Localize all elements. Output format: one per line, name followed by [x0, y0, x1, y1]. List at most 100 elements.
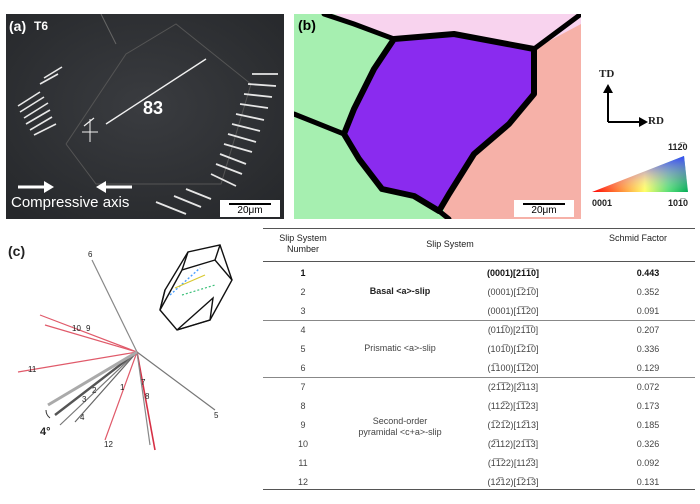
cell-schmid: 0.091 — [636, 306, 660, 316]
scale-bar-label: 20μm — [237, 205, 263, 216]
scale-bar-b-label: 20μm — [531, 205, 557, 216]
trace-label-4: 4 — [80, 413, 85, 422]
cell-schmid: 0.173 — [636, 401, 660, 411]
trace-label-12: 12 — [104, 440, 113, 449]
trace-label-8: 8 — [145, 392, 150, 401]
cell-schmid: 0.072 — [636, 382, 660, 392]
cell-system: (12̅12)[1̅21̅3] — [487, 477, 539, 487]
ebsd-grains — [294, 14, 581, 219]
cell-number: 2 — [300, 287, 306, 297]
cell-number: 3 — [300, 306, 306, 316]
axes-arrows — [603, 84, 648, 127]
cell-number: 11 — [298, 458, 308, 468]
cell-number: 6 — [300, 363, 306, 373]
trace-label-5: 5 — [214, 411, 219, 420]
panel-c-letter: (c) — [8, 243, 26, 259]
trace-angle-label: 4° — [40, 426, 51, 438]
panel-a-letter: (a) — [9, 18, 27, 34]
cell-system: (0001)[1̅21̅0] — [487, 287, 539, 297]
grain-pink — [334, 14, 581, 49]
scale-bar-b: 20μm — [514, 200, 574, 217]
table-row: 11 (1̅1̅22)[112̅3] 0.092 — [263, 454, 695, 473]
grain-boundaries — [294, 14, 581, 219]
hcp-prism — [159, 244, 233, 331]
sem-texture — [6, 14, 284, 219]
trace-label-2: 2 — [92, 386, 97, 395]
header-system: Slip System — [426, 239, 474, 249]
slip-bands-right — [155, 73, 278, 215]
ipf-triangle — [592, 156, 688, 192]
cell-system: (011̅0)[21̅1̅0] — [487, 325, 539, 335]
ipf-right-label: 101̅0 — [668, 198, 689, 208]
panel-b-letter: (b) — [298, 17, 316, 33]
cell-system: (0001)[1̅1̅20] — [487, 306, 539, 316]
sem-micrograph: (a) T6 83 Compressive axis 20μm — [6, 14, 284, 219]
header-schmid: Schmid Factor — [608, 233, 668, 243]
cell-number: 10 — [297, 439, 308, 449]
trace-label-7: 7 — [141, 378, 146, 387]
cell-number: 9 — [300, 420, 306, 430]
trace-label-1: 1 — [120, 383, 125, 392]
ipf-left-label: 0001 — [592, 198, 613, 208]
table-row: 2 (0001)[1̅21̅0] 0.352 — [263, 283, 695, 302]
cell-schmid: 0.092 — [636, 458, 660, 468]
trace-label-3: 3 — [82, 395, 87, 404]
cell-system: (1̅21̅2)[12̅13] — [487, 420, 539, 430]
family-prismatic: Prismatic <a>-slip — [364, 343, 436, 353]
table-row: 6 (1̅100)[1̅1̅20] 0.129 — [263, 359, 695, 378]
slip-bands-left — [17, 66, 63, 136]
cell-number: 4 — [300, 325, 306, 335]
table-rule-group2 — [263, 377, 695, 378]
rd-label: RD — [648, 115, 664, 127]
table-row: 9 (1̅21̅2)[12̅13] 0.185 — [263, 416, 695, 435]
trace-label-11: 11 — [28, 365, 37, 374]
cell-schmid: 0.443 — [636, 268, 660, 278]
cell-system: (1̅1̅22)[112̅3] — [487, 458, 539, 468]
cell-schmid: 0.326 — [636, 439, 660, 449]
sample-axes: TD RD — [599, 68, 670, 130]
cell-system: (101̅0)[1̅21̅0] — [487, 344, 539, 354]
cell-system: (2̅112)[21̅1̅3] — [487, 439, 539, 449]
cell-system: (1̅100)[1̅1̅20] — [487, 363, 539, 373]
ebsd-map: (b) 20μm — [294, 14, 581, 219]
cell-system: (112̅2)[1̅1̅23] — [487, 401, 539, 411]
table-row: 5(101̅0)[1̅21̅0]0.336 — [263, 340, 695, 359]
ipf-key: 112̅0 0001 101̅0 — [588, 140, 696, 220]
scale-bar-b-line — [523, 203, 565, 205]
slip-trace-diagram: 1 2 3 4 5 6 7 8 9 10 11 12 4° — [0, 240, 262, 499]
cell-number: 5 — [300, 344, 306, 354]
table-row: 3 (0001)[1̅1̅20] 0.091 — [263, 302, 695, 321]
cell-schmid: 0.352 — [636, 287, 660, 297]
family-basal: Basal <a>-slip — [369, 286, 431, 296]
table-row: 1 (0001)[21̅1̅0] 0.443 — [263, 264, 695, 283]
table-row: 7 (21̅1̅2)[2̅113] 0.072 — [263, 378, 695, 397]
trace-label-6: 6 — [88, 250, 93, 259]
table-row: 12 (12̅12)[1̅21̅3] 0.131 — [263, 473, 695, 492]
header-number: Slip System Number — [279, 233, 327, 254]
table-rule-bottom — [263, 489, 695, 490]
trace-lines — [17, 259, 216, 451]
cell-number: 8 — [300, 401, 306, 411]
ipf-top-label: 112̅0 — [668, 142, 688, 152]
cell-schmid: 0.207 — [636, 325, 660, 335]
cell-number: 12 — [297, 477, 308, 487]
family-pyramidal: Second-order pyramidal <c+a>-slip — [358, 416, 442, 437]
cell-schmid: 0.131 — [636, 477, 660, 487]
cell-system: (21̅1̅2)[2̅113] — [487, 382, 539, 392]
table-row: 8 (112̅2)[1̅1̅23] 0.173 — [263, 397, 695, 416]
table-rule-header — [263, 261, 695, 262]
cell-number: 7 — [300, 382, 306, 392]
td-label: TD — [599, 68, 615, 80]
compressive-axis-label: Compressive axis — [11, 194, 130, 211]
scale-bar-line — [229, 203, 271, 205]
table-row: 10 (2̅112)[21̅1̅3] 0.326 — [263, 435, 695, 454]
slip-traces — [17, 244, 233, 451]
temper-label: T6 — [34, 19, 49, 33]
cell-schmid: 0.129 — [636, 363, 660, 373]
trace-label-10: 10 — [72, 324, 81, 333]
cell-system: (0001)[21̅1̅0] — [486, 268, 540, 278]
cell-schmid: 0.185 — [636, 420, 660, 430]
scale-bar: 20μm — [220, 200, 280, 217]
cell-number: 1 — [300, 268, 306, 278]
table-rule-top — [263, 228, 695, 229]
